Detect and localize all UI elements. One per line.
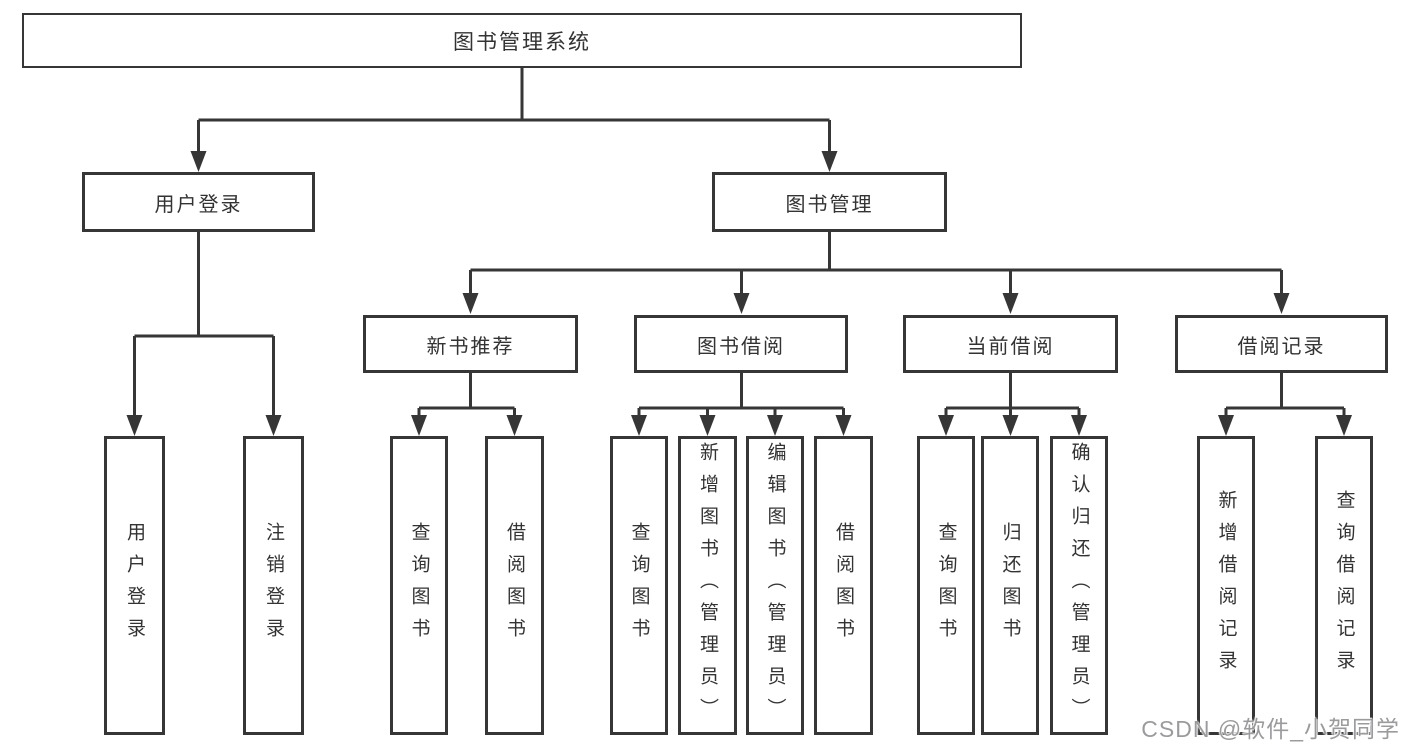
arrowhead-icon — [1218, 415, 1234, 436]
arrowhead-icon — [126, 415, 143, 436]
arrowhead-icon — [462, 293, 479, 314]
arrowhead-icon — [1002, 415, 1019, 436]
leaf-return-books-label: 归还图书 — [999, 521, 1021, 650]
node-library-management-system-label: 图书管理系统 — [453, 30, 591, 54]
node-library-management-system: 图书管理系统 — [22, 13, 1022, 68]
leaf-user-login: 用户登录 — [104, 436, 165, 735]
leaf-return-books: 归还图书 — [981, 436, 1039, 735]
leaf-add-book-admin-label: 新增图书（管理员） — [697, 441, 718, 730]
leaf-confirm-return-admin-label: 确认归还（管理员） — [1068, 441, 1090, 730]
leaf-add-book-admin: 新增图书（管理员） — [678, 436, 737, 735]
leaf-logout: 注销登录 — [243, 436, 304, 735]
leaf-add-borrow-record: 新增借阅记录 — [1197, 436, 1255, 735]
arrowhead-icon — [1002, 293, 1019, 314]
arrowhead-icon — [506, 415, 523, 436]
leaf-confirm-return-admin: 确认归还（管理员） — [1050, 436, 1108, 735]
leaf-query-books-2-label: 查询图书 — [628, 521, 650, 650]
arrowheads — [126, 151, 1352, 436]
leaf-edit-book-admin-label: 编辑图书（管理员） — [764, 441, 786, 730]
node-book-management: 图书管理 — [712, 172, 947, 232]
leaf-query-borrow-record: 查询借阅记录 — [1315, 436, 1373, 735]
watermark: CSDN @软件_小贺同学 — [1141, 716, 1400, 742]
arrowhead-icon — [835, 415, 852, 436]
arrowhead-icon — [938, 415, 954, 436]
leaf-query-books-2: 查询图书 — [610, 436, 668, 735]
leaf-add-borrow-record-label: 新增借阅记录 — [1215, 489, 1237, 682]
node-new-book-recommendation: 新书推荐 — [363, 315, 578, 373]
node-borrowing-records-label: 借阅记录 — [1237, 335, 1326, 358]
leaf-borrow-books-1: 借阅图书 — [485, 436, 544, 735]
arrowhead-icon — [1071, 415, 1087, 436]
leaf-borrow-books-1-label: 借阅图书 — [504, 521, 525, 650]
leaf-query-books-1: 查询图书 — [390, 436, 448, 735]
leaf-query-books-3-label: 查询图书 — [935, 521, 957, 650]
arrowhead-icon — [767, 415, 783, 436]
arrowhead-icon — [265, 415, 282, 436]
arrowhead-icon — [631, 415, 647, 436]
node-new-book-recommendation-label: 新书推荐 — [426, 335, 515, 358]
leaf-user-login-label: 用户登录 — [124, 521, 145, 650]
connector-path — [133, 68, 1346, 418]
leaf-query-books-1-label: 查询图书 — [408, 521, 430, 650]
arrowhead-icon — [1336, 415, 1352, 436]
arrowhead-icon — [733, 293, 750, 314]
node-borrowing-records: 借阅记录 — [1175, 315, 1388, 373]
leaf-edit-book-admin: 编辑图书（管理员） — [746, 436, 804, 735]
node-book-borrowing: 图书借阅 — [634, 315, 848, 373]
node-book-management-label: 图书管理 — [785, 193, 874, 216]
arrowhead-icon — [821, 151, 838, 172]
arrowhead-icon — [190, 151, 207, 172]
arrowhead-icon — [1273, 293, 1290, 314]
node-book-borrowing-label: 图书借阅 — [697, 335, 785, 358]
node-current-borrowing-label: 当前借阅 — [966, 335, 1055, 358]
node-current-borrowing: 当前借阅 — [903, 315, 1118, 373]
arrowhead-icon — [699, 415, 716, 436]
leaf-query-borrow-record-label: 查询借阅记录 — [1333, 489, 1355, 682]
leaf-borrow-books-2: 借阅图书 — [814, 436, 873, 735]
leaf-logout-label: 注销登录 — [263, 521, 284, 650]
leaf-borrow-books-2-label: 借阅图书 — [833, 521, 854, 650]
node-user-login-label: 用户登录 — [154, 193, 243, 216]
node-user-login: 用户登录 — [82, 172, 315, 232]
arrowhead-icon — [411, 415, 427, 436]
leaf-query-books-3: 查询图书 — [917, 436, 975, 735]
